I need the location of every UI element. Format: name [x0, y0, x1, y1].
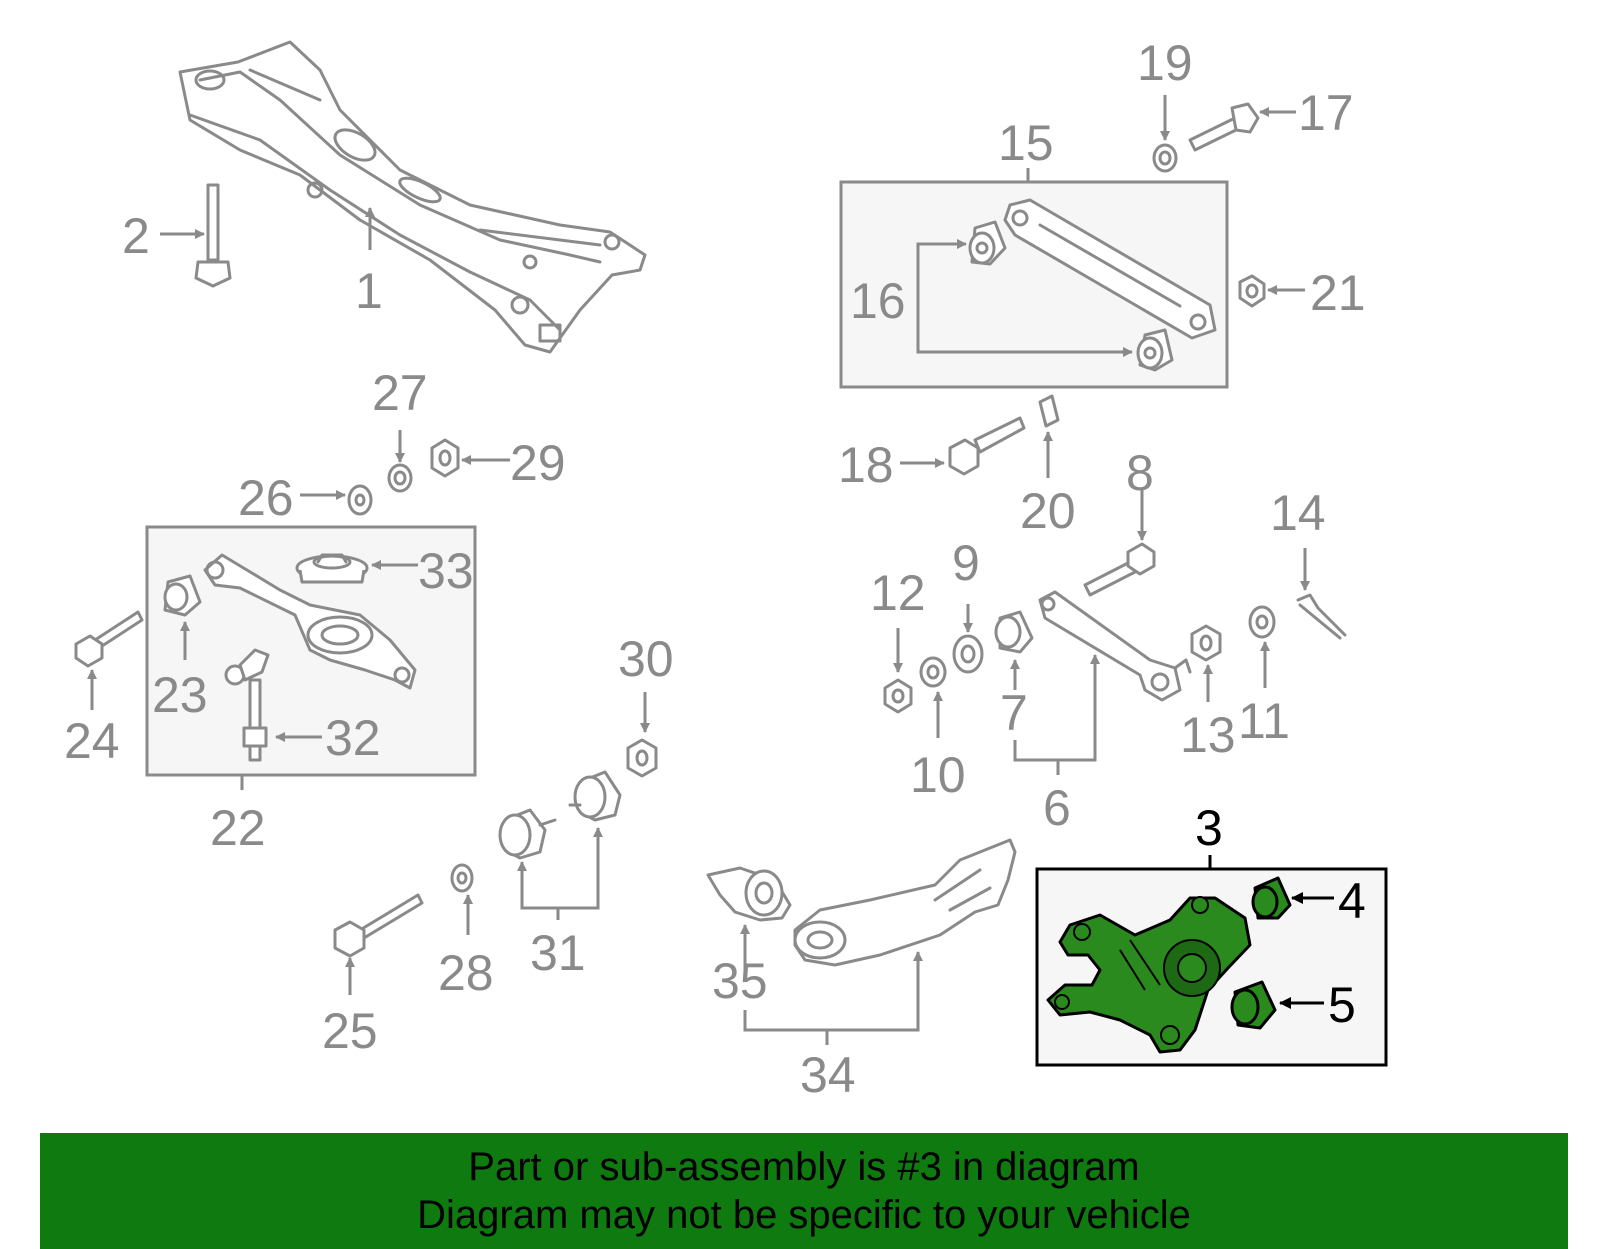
label-part-25: 25: [322, 1003, 378, 1059]
crossmember-part-1[interactable]: [178, 40, 647, 354]
nut-part-13[interactable]: [1190, 624, 1222, 662]
label-part-23: 23: [152, 667, 208, 723]
label-part-8: 8: [1126, 445, 1154, 501]
label-part-20: 20: [1020, 483, 1076, 539]
washer-part-27[interactable]: [387, 463, 413, 493]
bolt-part-8[interactable]: [1083, 542, 1156, 597]
label-part-30: 30: [618, 631, 674, 687]
label-part-5: 5: [1328, 977, 1356, 1033]
stabilizer-link-part-32[interactable]: [224, 648, 270, 762]
washer-part-28[interactable]: [450, 863, 474, 893]
notice-banner: Part or sub-assembly is #3 in diagram Di…: [40, 1133, 1568, 1249]
label-part-4: 4: [1338, 873, 1366, 929]
label-part-33: 33: [418, 543, 474, 599]
bushing-part-16b[interactable]: [1136, 328, 1174, 372]
label-part-3: 3: [1195, 800, 1223, 856]
bushing-part-16a[interactable]: [968, 220, 1007, 266]
nut-part-29[interactable]: [430, 438, 460, 478]
label-part-14: 14: [1270, 485, 1326, 541]
lower-arm-part-15[interactable]: [1003, 198, 1217, 340]
bushing-part-5[interactable]: [1230, 980, 1277, 1030]
label-part-11: 11: [1238, 693, 1290, 749]
label-part-21: 21: [1310, 265, 1366, 321]
label-part-7: 7: [1000, 685, 1028, 741]
bolt-part-24[interactable]: [74, 610, 144, 668]
label-part-34: 34: [800, 1047, 856, 1103]
washer-part-26[interactable]: [347, 484, 373, 516]
bushing-part-31b[interactable]: [568, 770, 622, 822]
label-part-31: 31: [530, 925, 586, 981]
label-part-35: 35: [712, 953, 768, 1009]
label-part-1: 1: [355, 263, 383, 319]
bushing-part-4[interactable]: [1251, 876, 1292, 920]
label-part-32: 32: [325, 710, 381, 766]
label-part-26: 26: [238, 470, 294, 526]
label-part-9: 9: [952, 535, 980, 591]
label-part-17: 17: [1298, 85, 1354, 141]
bolt-part-25[interactable]: [333, 893, 424, 958]
bushing-part-35[interactable]: [706, 866, 792, 922]
cotter-pin-part-14[interactable]: [1296, 593, 1347, 640]
knuckle-part-3[interactable]: [1046, 896, 1252, 1054]
label-part-19: 19: [1137, 35, 1193, 91]
upper-arm-part-22[interactable]: [203, 553, 417, 690]
bushing-part-7[interactable]: [994, 610, 1034, 654]
trailing-arm-part-34[interactable]: [793, 838, 1017, 967]
nut-part-21[interactable]: [1238, 274, 1266, 308]
control-arm-part-6[interactable]: [1038, 590, 1192, 702]
bushing-part-23[interactable]: [163, 574, 202, 617]
label-part-10: 10: [910, 747, 966, 803]
notice-line-2: Diagram may not be specific to your vehi…: [417, 1193, 1191, 1237]
label-part-13: 13: [1180, 707, 1236, 763]
label-part-15: 15: [998, 115, 1054, 171]
nut-part-30[interactable]: [626, 738, 658, 778]
bushing-part-31a[interactable]: [498, 808, 557, 860]
washer-part-9[interactable]: [952, 634, 984, 674]
label-part-18: 18: [838, 437, 894, 493]
label-part-2: 2: [122, 208, 150, 264]
nut-part-20[interactable]: [1038, 394, 1060, 428]
bolt-part-17[interactable]: [1188, 102, 1260, 152]
label-part-27: 27: [372, 365, 428, 421]
bolt-part-2[interactable]: [194, 183, 232, 288]
washer-part-19[interactable]: [1152, 143, 1178, 173]
label-part-22: 22: [210, 800, 266, 856]
label-part-24: 24: [64, 713, 120, 769]
nut-part-12[interactable]: [883, 678, 913, 714]
notice-line-1: Part or sub-assembly is #3 in diagram: [468, 1145, 1140, 1189]
label-part-16: 16: [850, 273, 906, 329]
label-part-29: 29: [510, 435, 566, 491]
label-part-6: 6: [1043, 780, 1071, 836]
washer-part-10[interactable]: [919, 656, 947, 688]
notice-banner-background: [40, 1133, 1568, 1249]
bolt-part-18[interactable]: [948, 416, 1026, 476]
bump-stop-part-33[interactable]: [295, 553, 369, 584]
label-part-12: 12: [870, 565, 926, 621]
washer-part-11[interactable]: [1248, 605, 1276, 639]
label-part-28: 28: [438, 945, 494, 1001]
